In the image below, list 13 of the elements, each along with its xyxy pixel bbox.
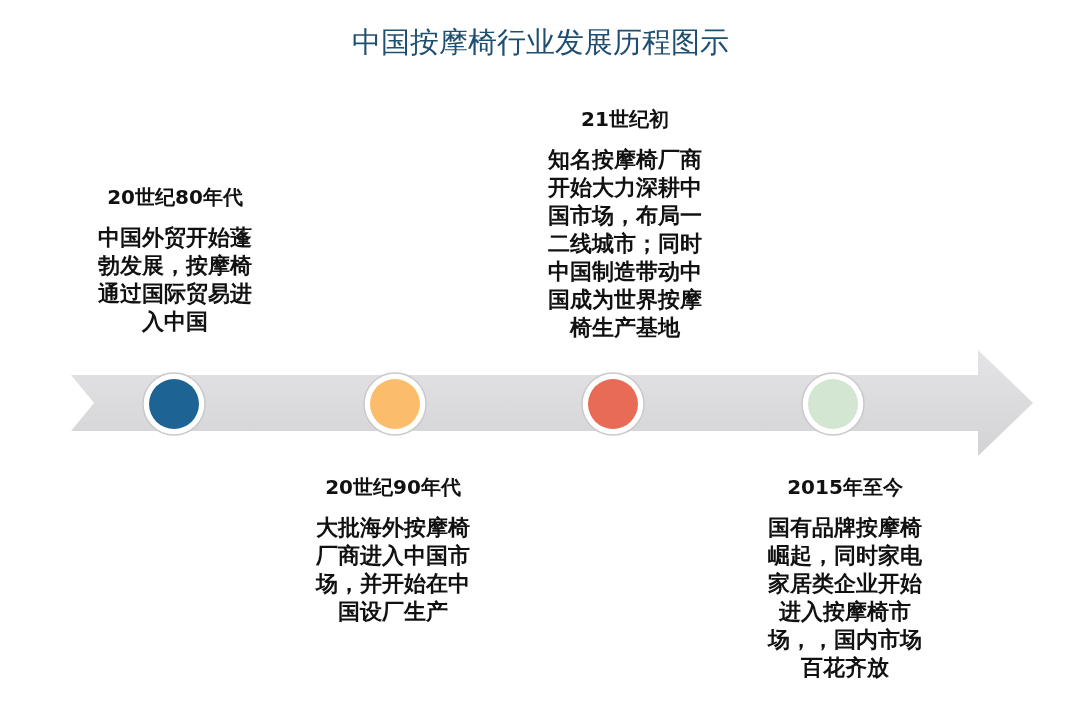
period-description: 中国外贸开始蓬勃发展，按摩椅通过国际贸易进入中国 [97, 224, 253, 336]
milestone-dot-icon [581, 372, 645, 436]
period-heading: 20世纪90年代 [325, 474, 461, 500]
period-heading: 21世纪初 [581, 106, 669, 132]
period-description: 知名按摩椅厂商开始大力深耕中国市场，布局一二线城市；同时中国制造带动中国成为世界按摩椅生产基地 [547, 146, 703, 342]
milestone-dot-icon [142, 372, 206, 436]
period-description: 大批海外按摩椅厂商进入中国市场，并开始在中国设厂生产 [314, 514, 471, 626]
period-description: 国有品牌按摩椅崛起，同时家电家居类企业开始进入按摩椅市场，，国内市场百花齐放 [766, 514, 923, 682]
chart-title: 中国按摩椅行业发展历程图示 [351, 24, 729, 60]
period-heading: 20世纪80年代 [107, 184, 243, 210]
milestone-dot-icon [801, 372, 865, 436]
period-heading: 2015年至今 [787, 474, 903, 500]
milestone-dot-icon [363, 372, 427, 436]
